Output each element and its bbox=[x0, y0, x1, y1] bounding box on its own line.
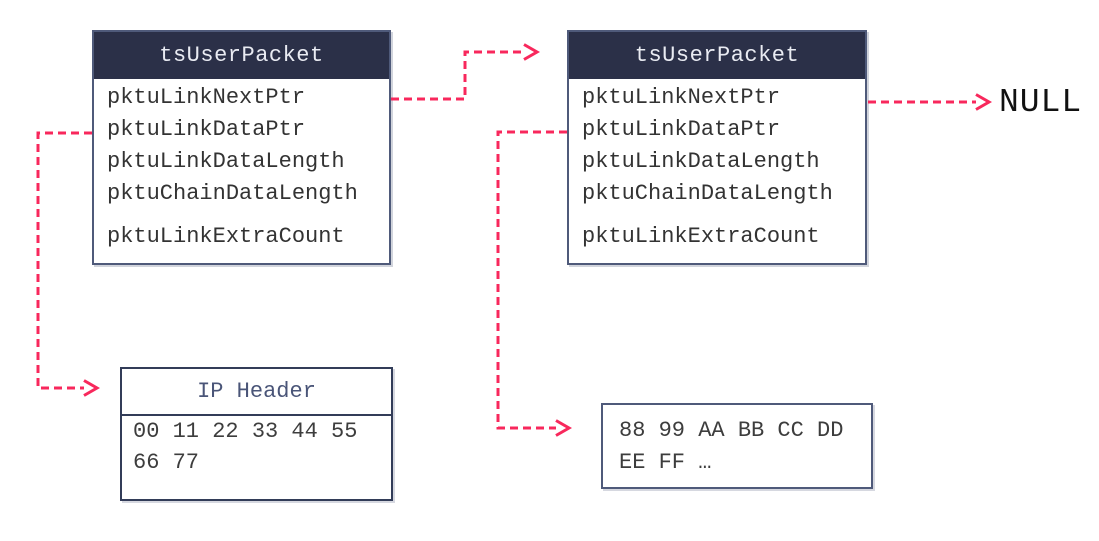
packet-struct-title: tsUserPacket bbox=[634, 43, 800, 68]
arrow-packet1-dataptr-to-ip-header bbox=[36, 131, 101, 397]
struct-field: pktuLinkDataLength bbox=[107, 149, 345, 174]
packet-struct-title: tsUserPacket bbox=[159, 43, 324, 68]
hex-bytes-line: 66 77 bbox=[133, 450, 200, 475]
struct-field: pktuLinkDataPtr bbox=[582, 117, 781, 142]
field-spacer bbox=[107, 210, 389, 221]
packet-struct-box-2: tsUserPacket pktuLinkNextPtr pktuLinkDat… bbox=[567, 30, 867, 265]
null-terminator-label: NULL bbox=[999, 84, 1083, 121]
struct-field: pktuChainDataLength bbox=[107, 181, 358, 206]
ip-header-bytes: 00 11 22 33 44 55 66 77 bbox=[122, 416, 391, 478]
struct-field: pktuChainDataLength bbox=[582, 181, 833, 206]
struct-field: pktuLinkExtraCount bbox=[107, 224, 345, 249]
struct-field: pktuLinkExtraCount bbox=[582, 224, 820, 249]
struct-field: pktuLinkDataLength bbox=[582, 149, 820, 174]
ip-header-title-text: IP Header bbox=[197, 379, 316, 404]
struct-field: pktuLinkNextPtr bbox=[107, 85, 306, 110]
ip-header-title: IP Header bbox=[122, 369, 391, 416]
hex-bytes-line: 00 11 22 33 44 55 bbox=[133, 419, 358, 444]
hex-bytes-line: EE FF … bbox=[619, 450, 712, 475]
arrow-packet2-nextptr-to-null bbox=[868, 93, 993, 111]
arrow-packet2-dataptr-to-payload bbox=[496, 130, 573, 437]
arrow-packet1-nextptr-to-packet2 bbox=[391, 43, 541, 101]
struct-field: pktuLinkDataPtr bbox=[107, 117, 306, 142]
packet-struct-header: tsUserPacket bbox=[569, 32, 865, 79]
packet-struct-fields: pktuLinkNextPtr pktuLinkDataPtr pktuLink… bbox=[569, 79, 865, 253]
payload-data-box: 88 99 AA BB CC DD EE FF … bbox=[601, 403, 873, 489]
struct-field: pktuLinkNextPtr bbox=[582, 85, 781, 110]
packet-struct-box-1: tsUserPacket pktuLinkNextPtr pktuLinkDat… bbox=[92, 30, 391, 265]
packet-struct-header: tsUserPacket bbox=[94, 32, 389, 79]
ip-header-box: IP Header 00 11 22 33 44 55 66 77 bbox=[120, 367, 393, 501]
field-spacer bbox=[582, 210, 865, 221]
payload-bytes: 88 99 AA BB CC DD EE FF … bbox=[603, 405, 871, 479]
hex-bytes-line: 88 99 AA BB CC DD bbox=[619, 418, 844, 443]
packet-struct-fields: pktuLinkNextPtr pktuLinkDataPtr pktuLink… bbox=[94, 79, 389, 253]
